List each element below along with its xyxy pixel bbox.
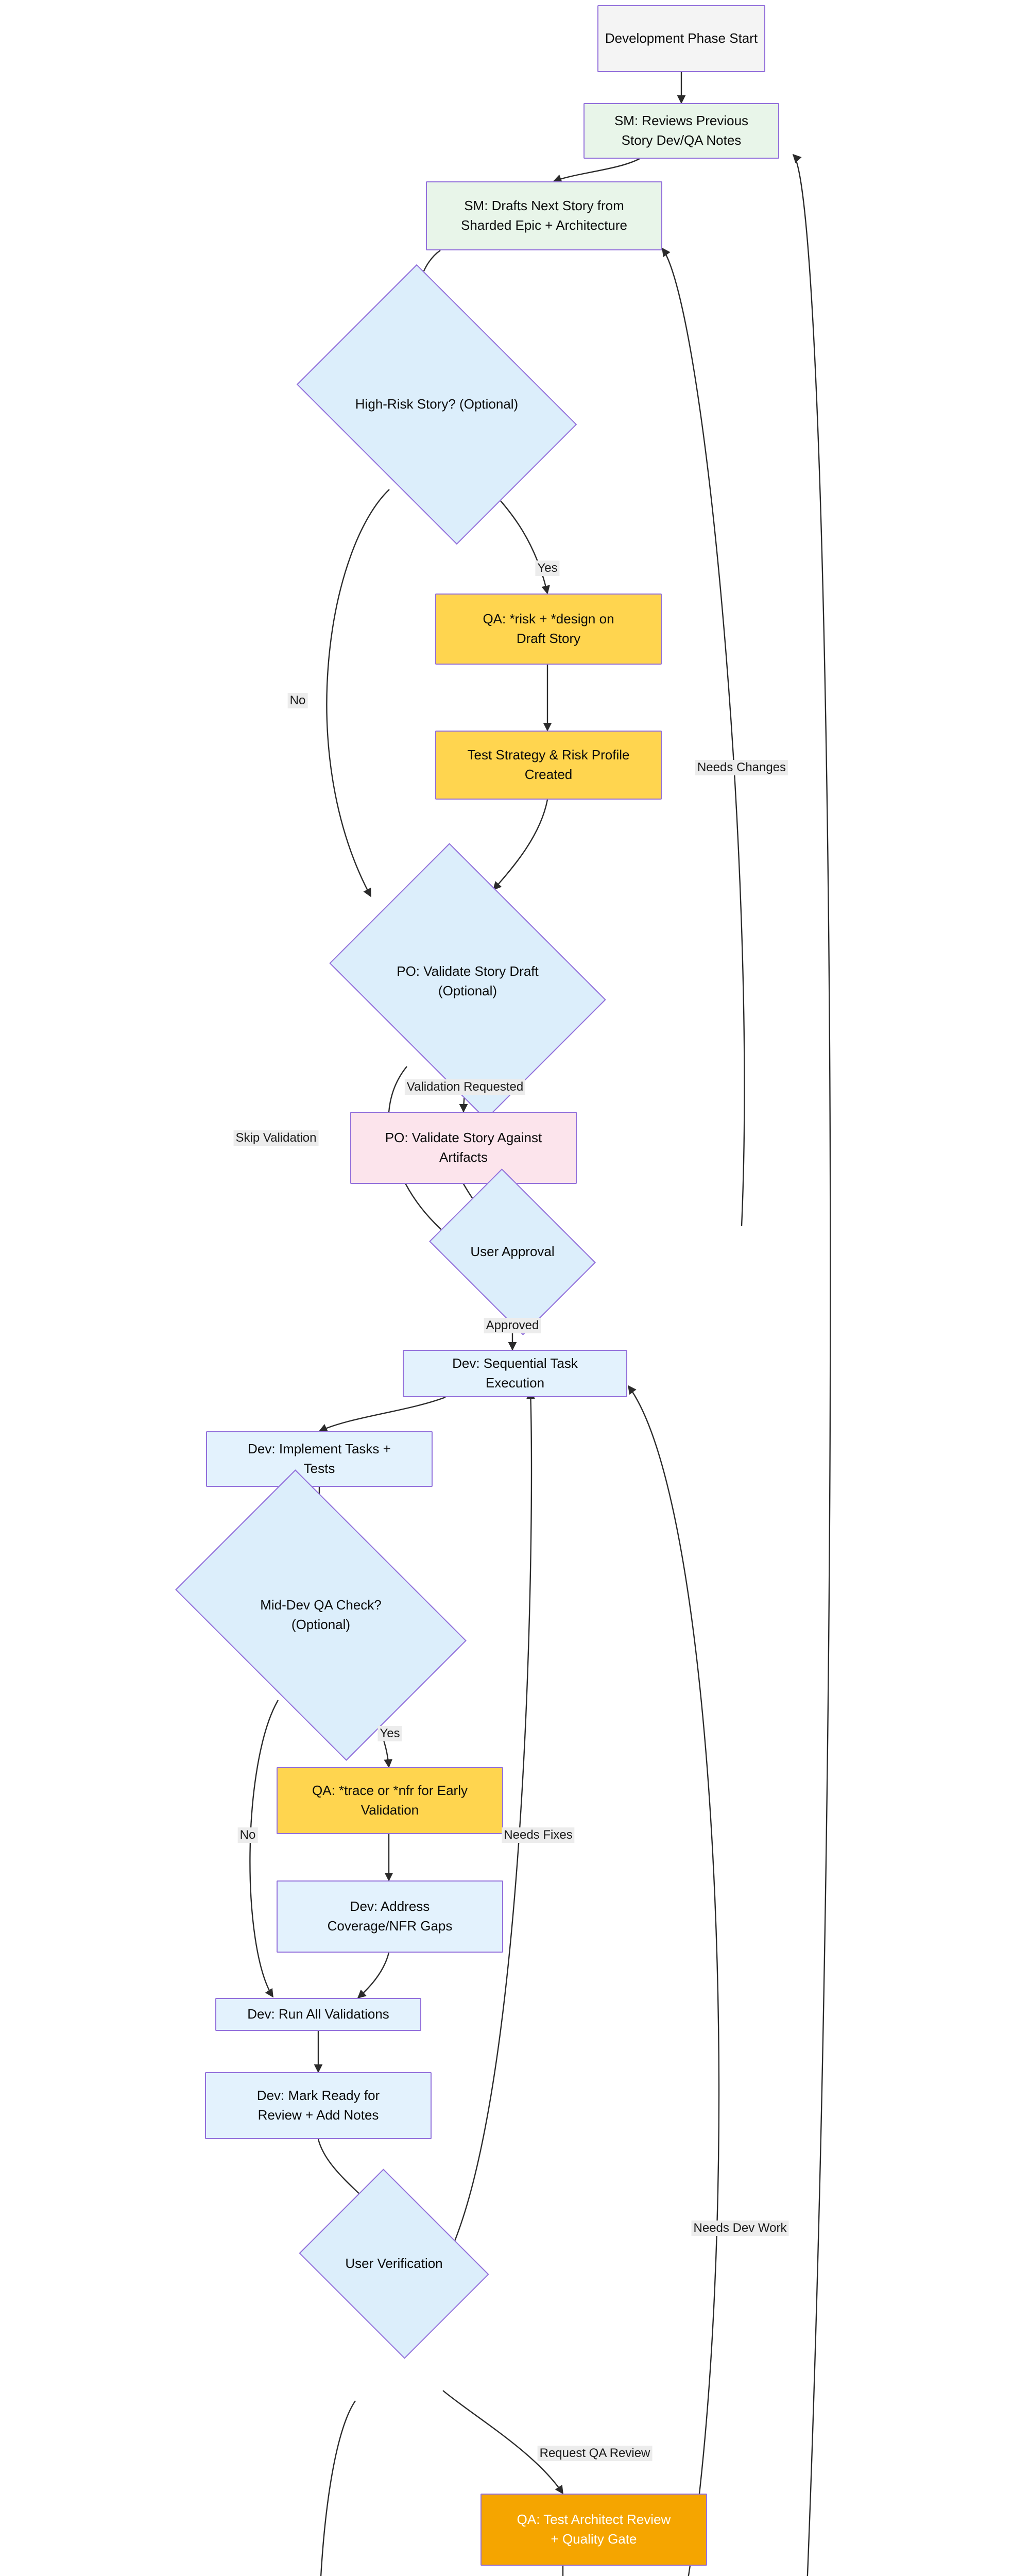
node-dev-sequential-label: Dev: Sequential Task Execution bbox=[452, 1355, 578, 1391]
node-user-verification-label: User Verification bbox=[345, 2256, 443, 2272]
node-po-validate-artifacts[interactable]: PO: Validate Story Against Artifacts bbox=[350, 1112, 577, 1184]
node-dev-mark-ready-label: Dev: Mark Ready for Review + Add Notes bbox=[256, 2088, 380, 2123]
edge-label-yes-mid-dev: Yes bbox=[377, 1726, 402, 1741]
edge-label-no-mid-dev: No bbox=[237, 1827, 258, 1843]
node-dev-sequential[interactable]: Dev: Sequential Task Execution bbox=[403, 1350, 627, 1397]
node-user-approval-label: User Approval bbox=[470, 1244, 555, 1260]
node-dev-implement[interactable]: Dev: Implement Tasks + Tests bbox=[206, 1431, 433, 1487]
node-qa-risk-design-label: QA: *risk + *design on Draft Story bbox=[483, 611, 614, 646]
node-qa-architect-review-label: QA: Test Architect Review + Quality Gate bbox=[517, 2512, 671, 2547]
node-dev-mark-ready[interactable]: Dev: Mark Ready for Review + Add Notes bbox=[205, 2072, 432, 2139]
node-dev-implement-label: Dev: Implement Tasks + Tests bbox=[248, 1441, 391, 1476]
node-sm-review-label: SM: Reviews Previous Story Dev/QA Notes bbox=[614, 113, 749, 148]
node-po-validate-label: PO: Validate Story Draft (Optional) bbox=[397, 963, 539, 998]
node-dev-run-validations[interactable]: Dev: Run All Validations bbox=[215, 1998, 421, 2031]
node-qa-trace-nfr[interactable]: QA: *trace or *nfr for Early Validation bbox=[277, 1767, 503, 1834]
node-qa-risk-design[interactable]: QA: *risk + *design on Draft Story bbox=[435, 594, 662, 665]
node-mid-dev-qa-decision[interactable]: Mid-Dev QA Check? (Optional) bbox=[175, 1469, 467, 1761]
edge-label-needs-dev-work: Needs Dev Work bbox=[691, 2221, 789, 2236]
edge-label-yes-high-risk: Yes bbox=[535, 561, 560, 576]
edge-label-needs-fixes: Needs Fixes bbox=[502, 1827, 575, 1843]
node-dev-address-gaps[interactable]: Dev: Address Coverage/NFR Gaps bbox=[277, 1880, 503, 1953]
node-sm-draft[interactable]: SM: Drafts Next Story from Sharded Epic … bbox=[426, 181, 662, 250]
node-sm-draft-label: SM: Drafts Next Story from Sharded Epic … bbox=[460, 198, 628, 233]
node-po-validate-artifacts-label: PO: Validate Story Against Artifacts bbox=[385, 1130, 542, 1165]
edge-label-request-qa-review: Request QA Review bbox=[537, 2446, 653, 2461]
node-mid-dev-qa-label: Mid-Dev QA Check? (Optional) bbox=[260, 1597, 382, 1632]
node-test-strategy-label: Test Strategy & Risk Profile Created bbox=[467, 747, 630, 782]
node-start[interactable]: Development Phase Start bbox=[597, 5, 765, 72]
edge-label-skip-validation: Skip Validation bbox=[233, 1130, 319, 1146]
edge-label-no-high-risk: No bbox=[287, 693, 308, 708]
edge-label-approved-user-approval: Approved bbox=[484, 1318, 541, 1333]
node-dev-run-validations-label: Dev: Run All Validations bbox=[247, 2006, 389, 2022]
node-po-validate-decision[interactable]: PO: Validate Story Draft (Optional) bbox=[329, 843, 606, 1120]
node-qa-architect-review[interactable]: QA: Test Architect Review + Quality Gate bbox=[480, 2494, 707, 2566]
edge-label-needs-changes: Needs Changes bbox=[695, 760, 788, 775]
node-dev-address-gaps-label: Dev: Address Coverage/NFR Gaps bbox=[327, 1899, 453, 1934]
node-qa-trace-nfr-label: QA: *trace or *nfr for Early Validation bbox=[312, 1783, 468, 1818]
node-high-risk-label: High-Risk Story? (Optional) bbox=[355, 396, 519, 412]
node-test-strategy[interactable]: Test Strategy & Risk Profile Created bbox=[435, 731, 662, 800]
node-high-risk-decision[interactable]: High-Risk Story? (Optional) bbox=[296, 264, 577, 545]
node-start-label: Development Phase Start bbox=[605, 30, 758, 46]
node-user-verification-decision[interactable]: User Verification bbox=[299, 2168, 489, 2359]
node-user-approval-decision[interactable]: User Approval bbox=[429, 1168, 596, 1335]
node-sm-review[interactable]: SM: Reviews Previous Story Dev/QA Notes bbox=[583, 103, 779, 159]
edge-label-validation-requested: Validation Requested bbox=[404, 1079, 526, 1095]
